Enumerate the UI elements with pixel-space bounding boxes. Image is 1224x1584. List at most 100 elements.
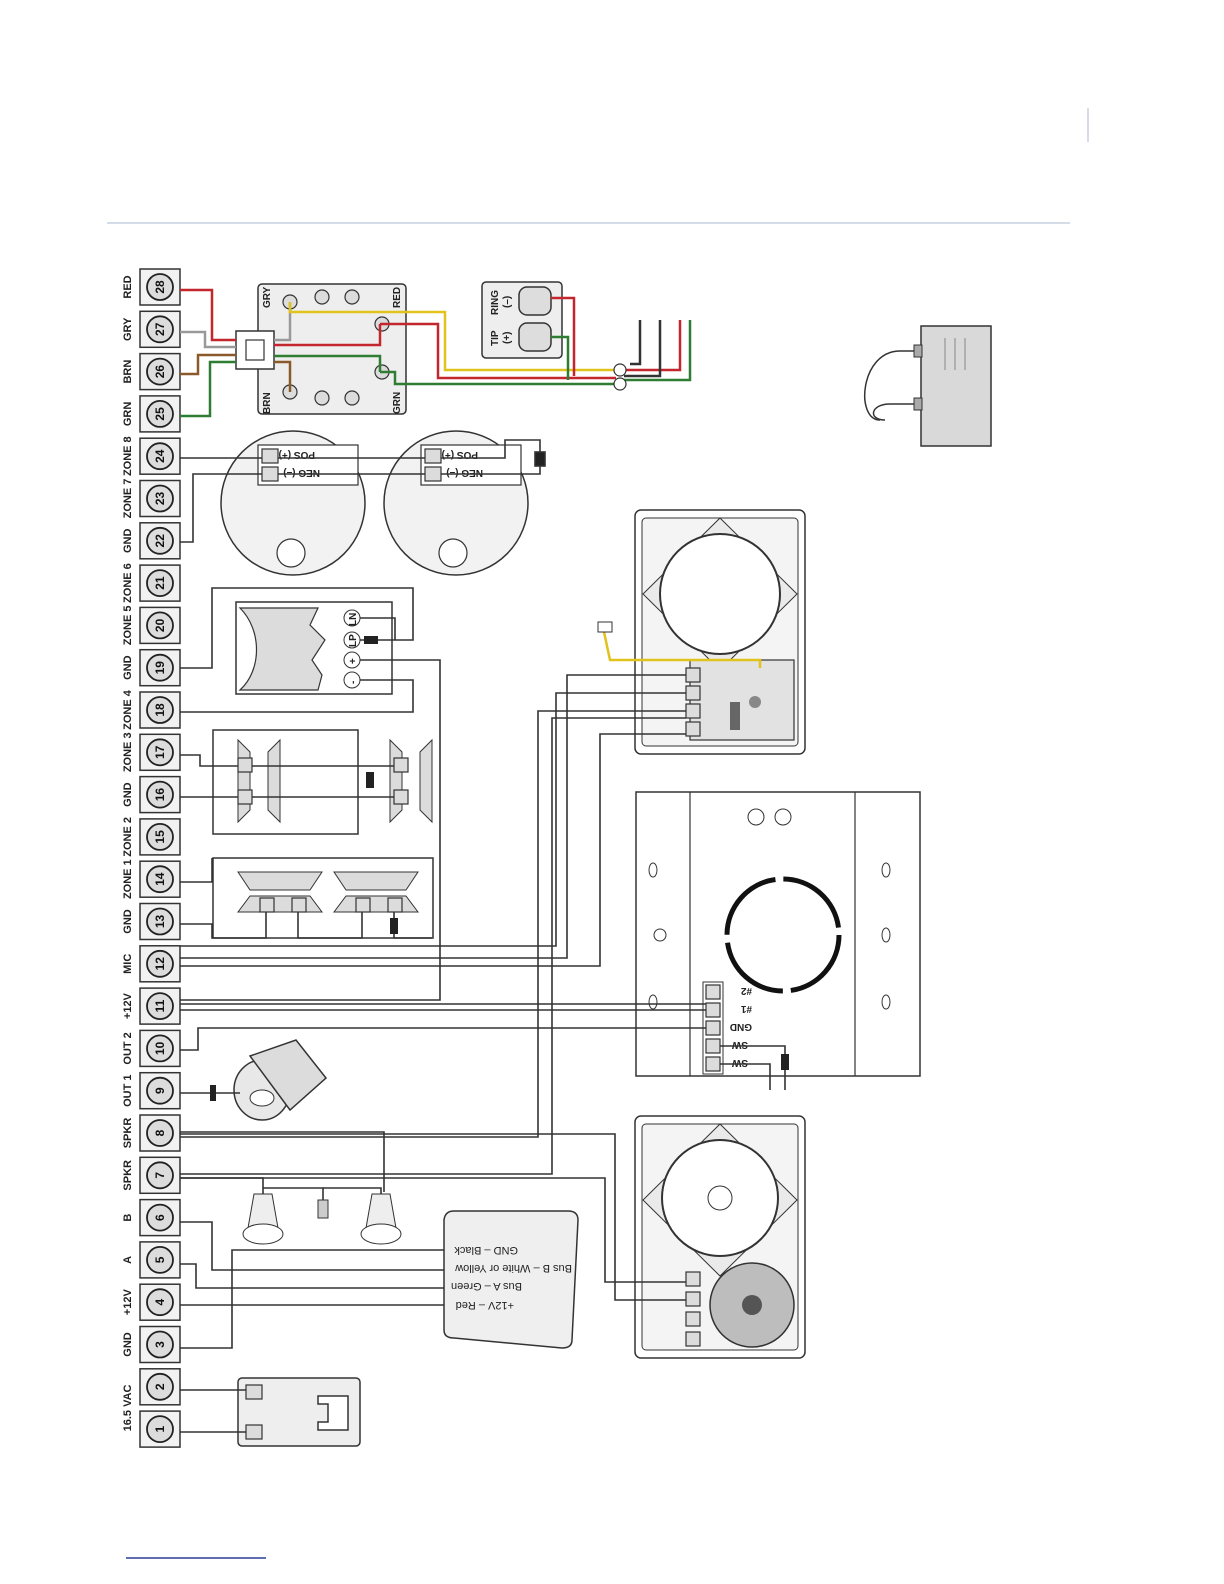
- jack-ring-label: RING: [490, 290, 501, 315]
- terminal-label: ZONE 4: [122, 689, 134, 730]
- terminal-number: 1: [153, 1425, 167, 1432]
- terminal-screw-13: [146, 907, 174, 936]
- terminal-number: 14: [153, 872, 167, 886]
- phone-block-label-gry: GRY: [262, 286, 273, 308]
- terminal-label: B: [122, 1214, 134, 1222]
- speaker-top-yellow-wire: [602, 631, 762, 668]
- terminal-screw-1: [146, 1415, 174, 1443]
- terminal-number: 16: [153, 788, 167, 802]
- phone-block: GRY RED BRN GRN: [235, 283, 407, 415]
- terminal-screw-2: [146, 1372, 174, 1401]
- terminal-label: MIC: [122, 954, 134, 974]
- keypad-t2-label: #1: [740, 1003, 752, 1014]
- terminal-number: 20: [153, 618, 167, 632]
- keypad: #2 #1 GND SW SW: [635, 791, 921, 1077]
- transformer: [237, 1377, 361, 1447]
- terminal-number: 3: [153, 1341, 167, 1348]
- terminal-screw-3: [146, 1330, 174, 1359]
- terminal-screw-22: [146, 526, 174, 555]
- keypad-wires: [180, 1003, 789, 1090]
- bus-card: GND – Black Bus B – White or Yellow Bus …: [443, 1210, 579, 1349]
- terminal-number: 2: [153, 1383, 167, 1390]
- terminal-label: ZONE 8: [122, 436, 134, 476]
- terminal-number: 27: [153, 322, 167, 336]
- terminal-screw-17: [146, 738, 174, 767]
- det2-neg-label: NEG (–): [446, 467, 483, 478]
- terminal-screw-27: [146, 315, 174, 344]
- keypad-t1-label: #2: [740, 985, 752, 996]
- motion-lp-label: LP: [348, 634, 359, 647]
- bus-card-line-2: Bus B – White or Yellow: [455, 1262, 572, 1274]
- motion-minus-label: -: [348, 681, 359, 684]
- terminal-label: GND: [122, 529, 134, 554]
- keypad-t3-label: GND: [730, 1021, 752, 1032]
- terminal-number: 6: [153, 1214, 167, 1221]
- terminal-label: A: [122, 1256, 134, 1264]
- terminal-label: ZONE 3: [122, 732, 134, 772]
- terminal-label: GND: [122, 782, 134, 807]
- terminal-number: 7: [153, 1172, 167, 1179]
- detector-wires: [180, 439, 546, 543]
- terminal-label: ZONE 7: [122, 479, 134, 519]
- terminal-number: 26: [153, 365, 167, 379]
- terminal-number: 21: [153, 576, 167, 590]
- terminal-number: 8: [153, 1129, 167, 1136]
- terminal-number: 24: [153, 449, 167, 463]
- terminal-screw-16: [146, 780, 174, 809]
- horn-speaker-1: [242, 1193, 284, 1245]
- terminal-number: 25: [153, 407, 167, 421]
- bus-card-line-1: GND – Black: [454, 1244, 518, 1256]
- keypad-t4-label: SW: [731, 1039, 748, 1050]
- terminal-label: GND: [122, 909, 134, 934]
- speaker-top-connector: [597, 621, 613, 633]
- terminal-label: ZONE 5: [122, 606, 134, 646]
- terminal-screw-19: [146, 653, 174, 682]
- bus-card-line-4: +12V – Red: [456, 1299, 514, 1311]
- window-contact-wires: [180, 858, 432, 939]
- terminal-screw-7: [146, 1161, 174, 1190]
- terminal-label: SPKR: [122, 1160, 134, 1191]
- terminal-screw-28: [146, 273, 174, 301]
- det2-pos-label: POS (+): [442, 449, 478, 460]
- terminal-screw-18: [146, 696, 174, 724]
- terminal-number: 15: [153, 830, 167, 844]
- terminal-number: 10: [153, 1041, 167, 1055]
- terminal-number: 12: [153, 957, 167, 971]
- terminal-label: GRN: [122, 402, 134, 427]
- terminal-screw-5: [146, 1246, 174, 1274]
- keypad-t5-label: SW: [731, 1057, 748, 1068]
- door-contact-group-1: [212, 729, 433, 835]
- terminal-screw-9: [146, 1076, 174, 1105]
- det1-pos-label: POS (+): [279, 449, 315, 460]
- terminal-screw-10: [146, 1034, 174, 1063]
- terminal-number: 5: [153, 1256, 167, 1263]
- terminal-screw-6: [146, 1203, 174, 1232]
- speaker-bottom: [634, 1115, 806, 1359]
- terminal-label: +12V: [122, 1289, 134, 1316]
- terminal-number: 23: [153, 492, 167, 506]
- terminal-label: SPKR: [122, 1118, 134, 1149]
- jack-tip-sign: (+): [502, 332, 513, 345]
- terminal-screw-8: [146, 1119, 174, 1147]
- smoke-detector-2: POS (+) NEG (–): [383, 430, 529, 576]
- siren: [233, 1039, 328, 1121]
- bus-card-wires: [180, 1221, 444, 1349]
- terminal-screw-23: [146, 484, 174, 513]
- terminal-label: ZONE 2: [122, 817, 134, 857]
- terminal-number: 18: [153, 703, 167, 717]
- terminal-label: OUT 2: [122, 1032, 134, 1064]
- terminal-screw-26: [146, 357, 174, 386]
- jack-tip-label: TIP: [490, 330, 501, 346]
- terminal-number: 4: [153, 1299, 167, 1306]
- horn-speaker-2: [360, 1193, 402, 1245]
- terminal-screw-4: [146, 1288, 174, 1317]
- terminal-label: BRN: [122, 360, 134, 384]
- terminal-screw-15: [146, 823, 174, 851]
- terminal-number: 28: [153, 280, 167, 294]
- terminal-number: 17: [153, 745, 167, 759]
- phone-jack: RING (–) TIP (+): [481, 281, 563, 359]
- motion-wires: [180, 587, 441, 1001]
- motion-plus-label: +: [348, 658, 359, 664]
